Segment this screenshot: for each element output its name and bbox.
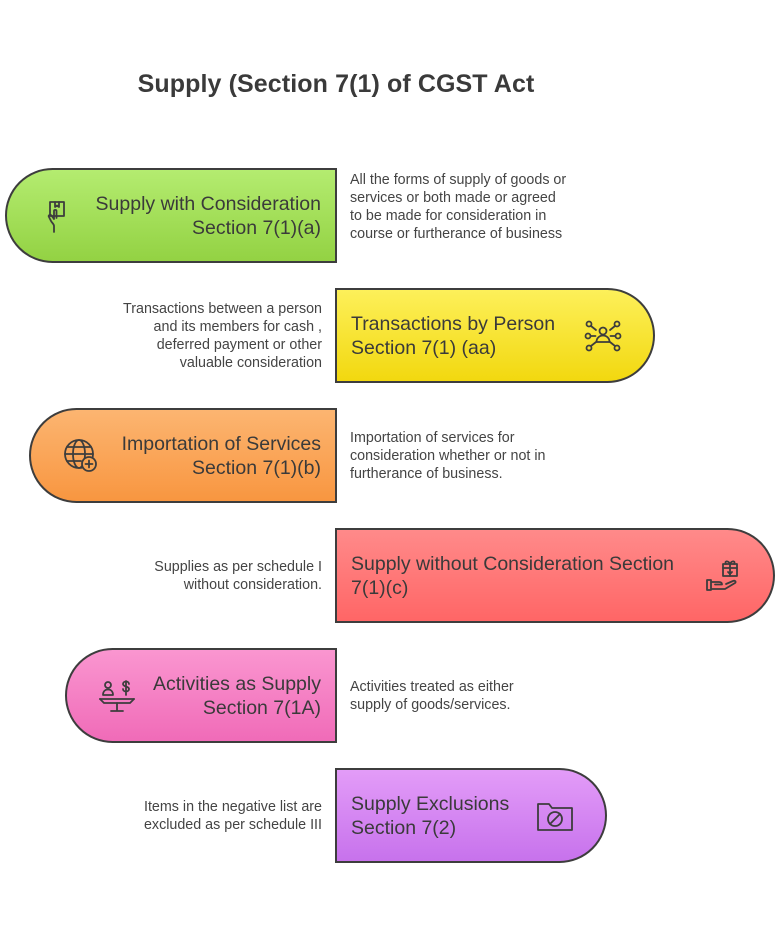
pill-importation-of-services: Importation of Services Section 7(1)(b) [29,408,337,503]
network-person-icon [581,314,625,358]
description-importation-of-services: Importation of services for consideratio… [350,430,546,482]
description-supply-with-consideration: All the forms of supply of goods or serv… [350,172,567,242]
description-supply-without-consideration: Supplies as per schedule I without consi… [154,559,322,593]
pill-label: Supply without Consideration Section 7(1… [351,552,675,599]
folder-forbidden-icon [533,794,577,838]
pill-label: Activities as Supply Section 7(1A) [153,672,321,719]
description-activities-as-supply: Activities treated as either supply of g… [350,679,514,713]
description-transactions-by-person: Transactions between a person and its me… [123,301,322,371]
pill-transactions-by-person: Transactions by Person Section 7(1) (aa) [335,288,655,383]
description-supply-exclusions: Items in the negative list are excluded … [143,799,322,833]
hand-holding-box-icon [35,194,79,238]
pill-activities-as-supply: Activities as Supply Section 7(1A) [65,648,337,743]
pill-supply-exclusions: Supply Exclusions Section 7(2) [335,768,607,863]
hand-gift-icon [701,554,745,598]
pill-supply-without-consideration: Supply without Consideration Section 7(1… [335,528,775,623]
pill-label: Transactions by Person Section 7(1) (aa) [351,312,556,359]
pill-label: Supply Exclusions Section 7(2) [351,792,510,839]
scale-person-dollar-icon [95,674,139,718]
pill-supply-with-consideration: Supply with Consideration Section 7(1)(a… [5,168,337,263]
diagram-title: Supply (Section 7(1) of CGST Act [137,70,535,98]
globe-plus-icon [59,434,103,478]
pill-label: Importation of Services Section 7(1)(b) [121,432,321,479]
pill-label: Supply with Consideration Section 7(1)(a… [95,192,321,239]
